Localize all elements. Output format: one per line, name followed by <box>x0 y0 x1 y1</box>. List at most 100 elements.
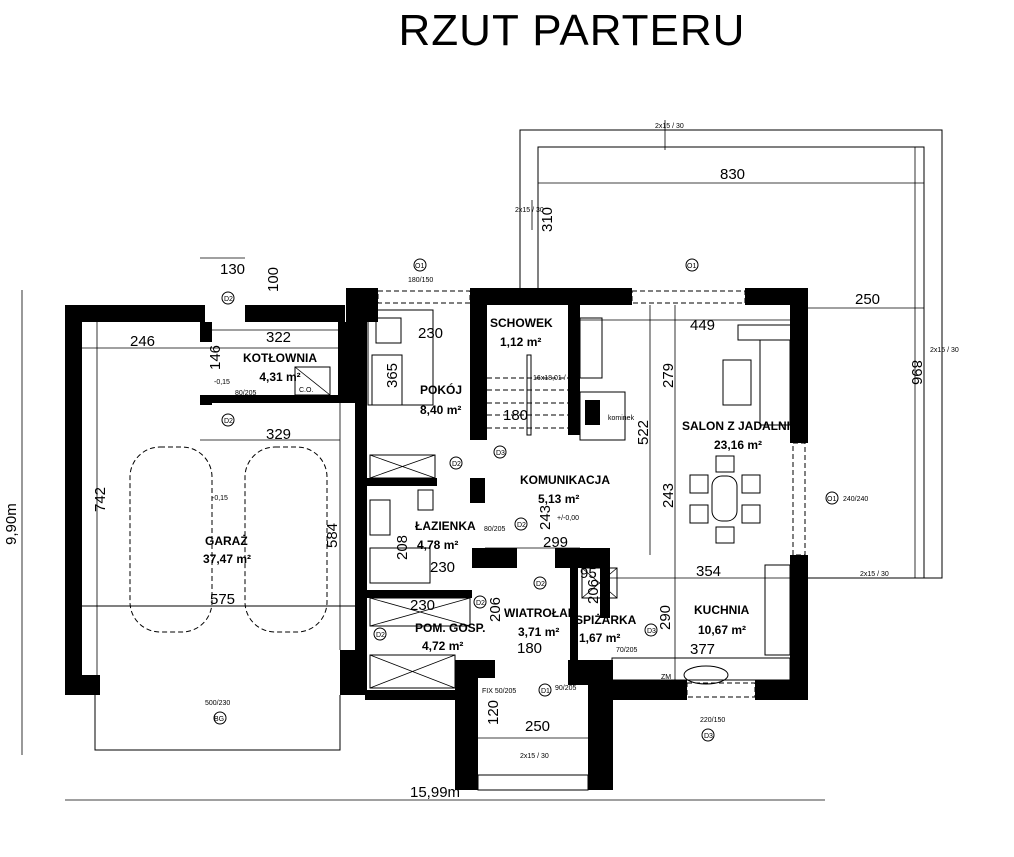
plan-shape <box>129 446 213 633</box>
room-area: 8,40 m² <box>420 403 461 417</box>
plan-shape <box>579 317 603 379</box>
plan-shape <box>373 627 387 641</box>
plan-label: 80/205 <box>235 390 257 397</box>
plan-shape <box>538 683 552 697</box>
dim-text: 206 <box>487 597 504 622</box>
plan-shape <box>737 324 794 341</box>
plan-shape <box>722 359 752 406</box>
plan-shape <box>375 317 402 344</box>
plan-shape <box>94 695 341 751</box>
plan-shape <box>472 548 517 568</box>
plan-shape <box>741 504 761 524</box>
cars <box>129 446 328 633</box>
dim-text: 830 <box>720 166 745 183</box>
room-name: GARAŻ <box>205 533 248 548</box>
dim-text: 208 <box>394 535 411 560</box>
plan-shape <box>213 711 227 725</box>
plan-shape <box>338 322 358 402</box>
plan-label: 2x15 / 30 <box>520 753 549 760</box>
plan-shape <box>413 258 427 272</box>
plan-shape <box>245 305 345 322</box>
dimension-labels: 130 100 246 322 146 329 742 584 575 230 … <box>3 166 925 801</box>
dim-text: 130 <box>220 261 245 278</box>
plan-shape <box>519 129 943 579</box>
plan-shape <box>715 455 735 473</box>
room-name: KOMUNIKACJA <box>520 473 610 487</box>
plan-shape <box>346 288 378 322</box>
plan-shape <box>455 660 478 790</box>
plan-shape <box>371 354 403 406</box>
plan-shape <box>792 442 806 556</box>
plan-label: kominek <box>608 415 635 422</box>
plan-shape <box>579 391 626 441</box>
plan-shape <box>685 258 699 272</box>
room-name: SCHOWEK <box>490 316 553 330</box>
room-area: 5,13 m² <box>538 492 579 506</box>
dim-text: 250 <box>855 291 880 308</box>
room-area: 37,47 m² <box>203 552 251 566</box>
plan-shape <box>449 456 463 470</box>
room-name: WIATROŁAP <box>504 606 576 620</box>
plan-shape <box>533 576 547 590</box>
plan-shape <box>790 555 808 700</box>
dim-text: 354 <box>696 563 721 580</box>
plan-shape <box>369 454 436 479</box>
room-labels: KOTŁOWNIA 4,31 m² -0,15 POKÓJ 8,40 m² SC… <box>203 316 799 653</box>
plan-shape <box>369 654 456 689</box>
plan-label: D2 <box>452 461 461 468</box>
room-area: 4,31 m² <box>259 370 300 384</box>
room-name: KOTŁOWNIA <box>243 351 317 365</box>
room-area: 1,12 m² <box>500 335 541 349</box>
plan-shape <box>221 291 235 305</box>
dim-text: 230 <box>410 597 435 614</box>
plan-shape <box>612 680 687 700</box>
plan-shape <box>764 564 791 656</box>
plan-label: 240/240 <box>843 496 868 503</box>
dim-text: 290 <box>657 605 674 630</box>
plan-shape <box>369 597 471 627</box>
plan-shape <box>369 454 436 479</box>
plan-shape <box>581 567 618 599</box>
plan-shape <box>65 675 100 695</box>
dim-text: 584 <box>324 523 341 548</box>
plan-label: BG <box>214 716 224 723</box>
plan-shape <box>221 413 235 427</box>
plan-shape <box>759 339 791 426</box>
dim-text: 9,90m <box>3 503 20 545</box>
staircase <box>487 354 568 436</box>
plan-shape <box>755 680 808 700</box>
plan-label: 180/150 <box>408 277 433 284</box>
plan-shape <box>369 654 456 689</box>
plan-label: O1 <box>415 263 424 270</box>
room-area: 10,67 m² <box>698 623 746 637</box>
plan-shape <box>369 547 431 584</box>
plan-label: D3 <box>647 628 656 635</box>
plan-shape <box>369 597 471 627</box>
dim-text: 896 <box>908 360 925 385</box>
plan-label: 2x15 / 30 <box>860 571 889 578</box>
plan-shape <box>200 395 360 403</box>
plan-shape <box>715 526 735 544</box>
plan-shape <box>493 445 507 459</box>
room-area: 3,71 m² <box>518 625 559 639</box>
plan-label: D2 <box>517 522 526 529</box>
windows <box>82 290 806 791</box>
dim-text: 365 <box>384 363 401 388</box>
plan-shape <box>200 322 212 342</box>
plan-label: 70/205 <box>616 647 638 654</box>
plan-label: 500/230 <box>205 700 230 707</box>
room-area: 1,67 m² <box>579 631 620 645</box>
dim-text: 206 <box>585 579 602 604</box>
plan-shape <box>631 290 746 304</box>
plan-shape <box>369 499 391 536</box>
plan-label: D3 <box>496 450 505 457</box>
room-name: KUCHNIA <box>694 603 750 617</box>
plan-shape <box>473 595 487 609</box>
dim-text: 243 <box>537 505 554 530</box>
walls <box>65 288 808 790</box>
room-name: SALON Z JADALNIĄ <box>682 419 799 433</box>
plan-label: 2x15 / 30 <box>655 123 684 130</box>
plan-shape <box>294 366 331 396</box>
plan-shape <box>455 660 495 678</box>
